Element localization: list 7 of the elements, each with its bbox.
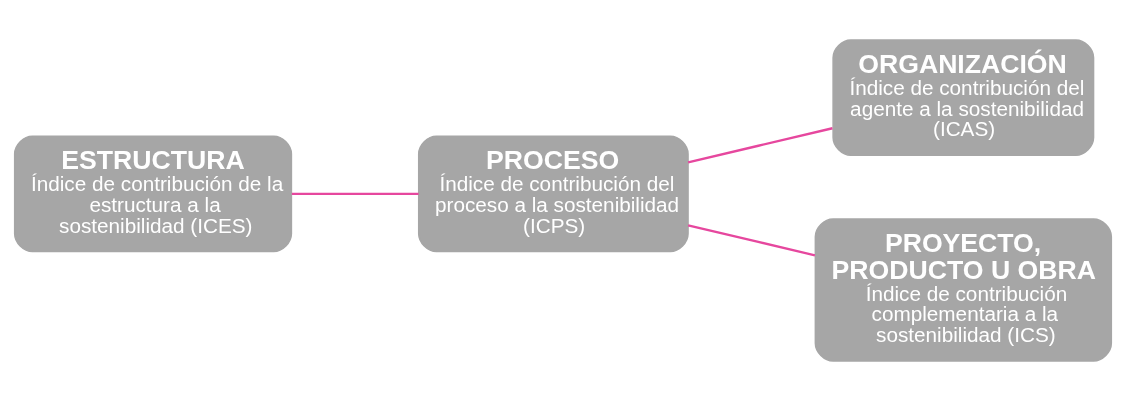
node-box: PROCESO Índice de contribución del proceso a la sostenibilidad (ICPS) (417, 134, 689, 252)
node-box: ESTRUCTURA Índice de contribución de la estructura a la sostenibilidad (ICES) (13, 134, 293, 252)
connector (291, 192, 419, 195)
connector (687, 223, 816, 256)
node-box: ORGANIZACIÓN Índice de contribución del agente a la sostenibilidad (ICAS) (832, 38, 1095, 156)
node-box: PROYECTO, PRODUCTO U OBRA Índice de contribución complementaria a la sostenibilidad (ICS) (814, 217, 1113, 362)
connector (687, 126, 833, 163)
